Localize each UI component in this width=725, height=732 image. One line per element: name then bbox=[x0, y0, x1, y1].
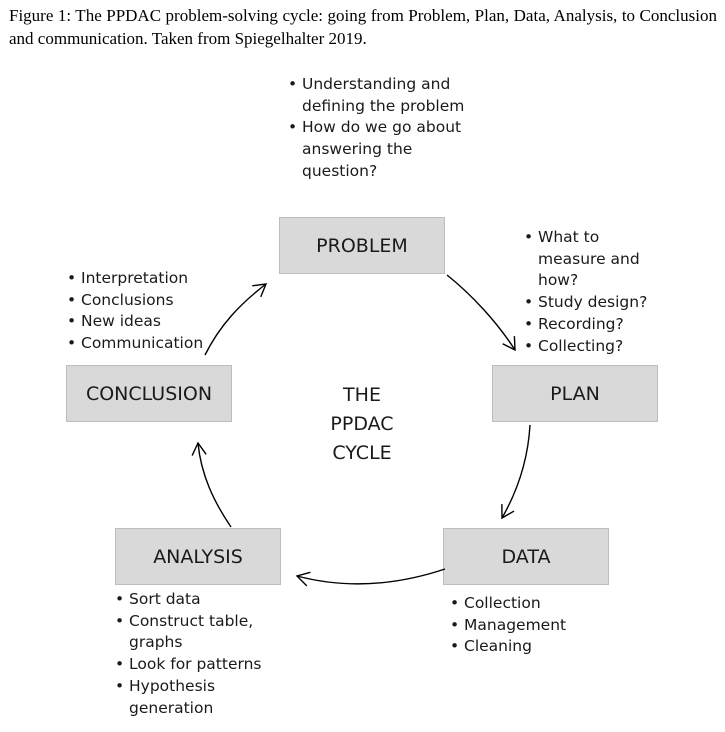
arrow-data-to-analysis bbox=[295, 568, 446, 587]
problem-label: PROBLEM bbox=[316, 234, 408, 257]
analysis-label: ANALYSIS bbox=[153, 545, 243, 568]
arrow-plan-to-data bbox=[501, 424, 531, 520]
problem-note: Understanding and defining the problem bbox=[288, 74, 478, 117]
plan-notes: What to measure and how? Study design? R… bbox=[524, 227, 664, 357]
cycle-center-label: THE PPDAC CYCLE bbox=[312, 381, 412, 468]
analysis-note: Hypothesis generation bbox=[115, 676, 285, 719]
arrow-problem-to-plan bbox=[446, 274, 516, 352]
conclusion-box: CONCLUSION bbox=[66, 365, 232, 422]
problem-note: How do we go about answering the questio… bbox=[288, 117, 478, 182]
problem-notes: Understanding and defining the problem H… bbox=[288, 74, 478, 183]
analysis-note: Look for patterns bbox=[115, 654, 285, 676]
arrow-analysis-to-conclusion bbox=[191, 441, 232, 528]
plan-note: What to measure and how? bbox=[524, 227, 664, 292]
analysis-note: Construct table, graphs bbox=[115, 611, 285, 654]
conclusion-note: Communication bbox=[67, 333, 227, 355]
plan-note: Collecting? bbox=[524, 336, 664, 358]
analysis-note: Sort data bbox=[115, 589, 285, 611]
plan-label: PLAN bbox=[550, 382, 600, 405]
data-note: Management bbox=[450, 615, 610, 637]
data-note: Collection bbox=[450, 593, 610, 615]
data-box: DATA bbox=[443, 528, 609, 585]
center-line: THE bbox=[343, 384, 381, 406]
conclusion-notes: Interpretation Conclusions New ideas Com… bbox=[67, 268, 227, 355]
center-line: PPDAC bbox=[330, 413, 394, 435]
center-line: CYCLE bbox=[332, 442, 392, 464]
figure-caption: Figure 1: The PPDAC problem-solving cycl… bbox=[9, 6, 717, 48]
conclusion-note: Interpretation bbox=[67, 268, 227, 290]
conclusion-label: CONCLUSION bbox=[85, 382, 213, 405]
arrow-conclusion-to-problem bbox=[204, 283, 268, 356]
analysis-box: ANALYSIS bbox=[115, 528, 281, 585]
data-note: Cleaning bbox=[450, 636, 610, 658]
conclusion-note: New ideas bbox=[67, 311, 227, 333]
analysis-notes: Sort data Construct table, graphs Look f… bbox=[115, 589, 285, 719]
plan-note: Recording? bbox=[524, 314, 664, 336]
conclusion-note: Conclusions bbox=[67, 290, 227, 312]
plan-note: Study design? bbox=[524, 292, 664, 314]
data-label: DATA bbox=[501, 545, 551, 568]
problem-box: PROBLEM bbox=[279, 217, 445, 274]
plan-box: PLAN bbox=[492, 365, 658, 422]
data-notes: Collection Management Cleaning bbox=[450, 593, 610, 658]
